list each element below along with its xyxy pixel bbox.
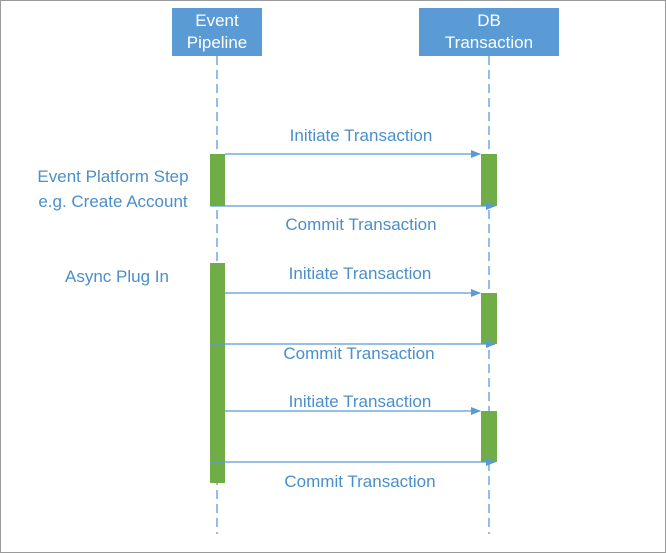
message-label-commit-1: Commit Transaction — [285, 215, 437, 234]
db-activation-2 — [481, 293, 497, 344]
db-transaction-header-line2: Transaction — [444, 33, 534, 52]
db-transaction-header-line1: DB — [477, 11, 501, 30]
message-label-initiate-3: Initiate Transaction — [288, 392, 432, 411]
pipeline-activation-step — [210, 154, 225, 206]
db-activation-3 — [481, 411, 497, 462]
event-platform-step-line2: e.g. Create Account — [38, 192, 188, 211]
event-pipeline-header: Event Pipeline — [172, 8, 262, 56]
event-platform-step-label: Event Platform Step e.g. Create Account — [15, 164, 211, 214]
db-transaction-header: DB Transaction — [419, 8, 559, 56]
event-platform-step-line1: Event Platform Step — [37, 167, 189, 186]
message-label-initiate-1: Initiate Transaction — [289, 126, 433, 145]
event-pipeline-header-line1: Event — [195, 11, 239, 30]
pipeline-activation-async — [210, 263, 225, 483]
message-label-commit-2: Commit Transaction — [283, 344, 435, 363]
db-activation-1 — [481, 154, 497, 206]
message-label-commit-3: Commit Transaction — [284, 472, 436, 491]
message-label-initiate-2: Initiate Transaction — [288, 264, 432, 283]
async-plug-in-label: Async Plug In — [65, 267, 169, 286]
event-pipeline-header-line2: Pipeline — [186, 33, 248, 52]
